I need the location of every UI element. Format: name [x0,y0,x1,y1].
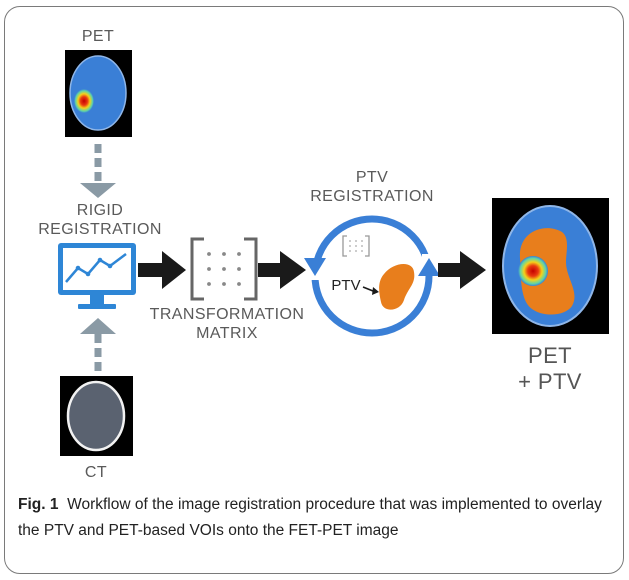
result-label-line1: PET [528,343,572,368]
ptv-shape [379,263,415,310]
rigid-registration-label-line2: REGISTRATION [38,221,162,238]
arrow-pet-to-registration [80,144,116,198]
pet-image [65,50,132,137]
ct-label: CT [84,464,108,481]
arrow-to-result [438,251,486,289]
ptv-registration-cycle [304,215,440,337]
arrow-to-ptv-registration [258,251,306,289]
workflow-diagram [58,50,609,456]
ct-image [60,376,133,456]
ptv-registration-label-line2: REGISTRATION [310,188,434,205]
pet-label: PET [81,28,115,45]
caption-text: Workflow of the image registration proce… [18,496,602,539]
pet-ptv-image [492,198,609,334]
transformation-matrix-label-line2: MATRIX [196,325,258,342]
ptv-registration-label-line1: PTV [355,169,389,186]
figure-caption: Fig. 1 Workflow of the image registratio… [18,492,616,544]
arrow-ct-to-registration [80,318,116,373]
ptv-label: PTV [331,277,361,294]
rigid-registration-label-line1: RIGID [76,202,124,219]
result-label-line2: + PTV [518,369,582,394]
matrix-icon [190,237,258,301]
figure-number: Fig. 1 [18,496,59,513]
monitor-icon [58,243,136,309]
mini-matrix-icon [342,235,370,257]
transformation-matrix-label-line1: TRANSFORMATION [149,306,305,323]
arrow-to-matrix [138,251,186,289]
